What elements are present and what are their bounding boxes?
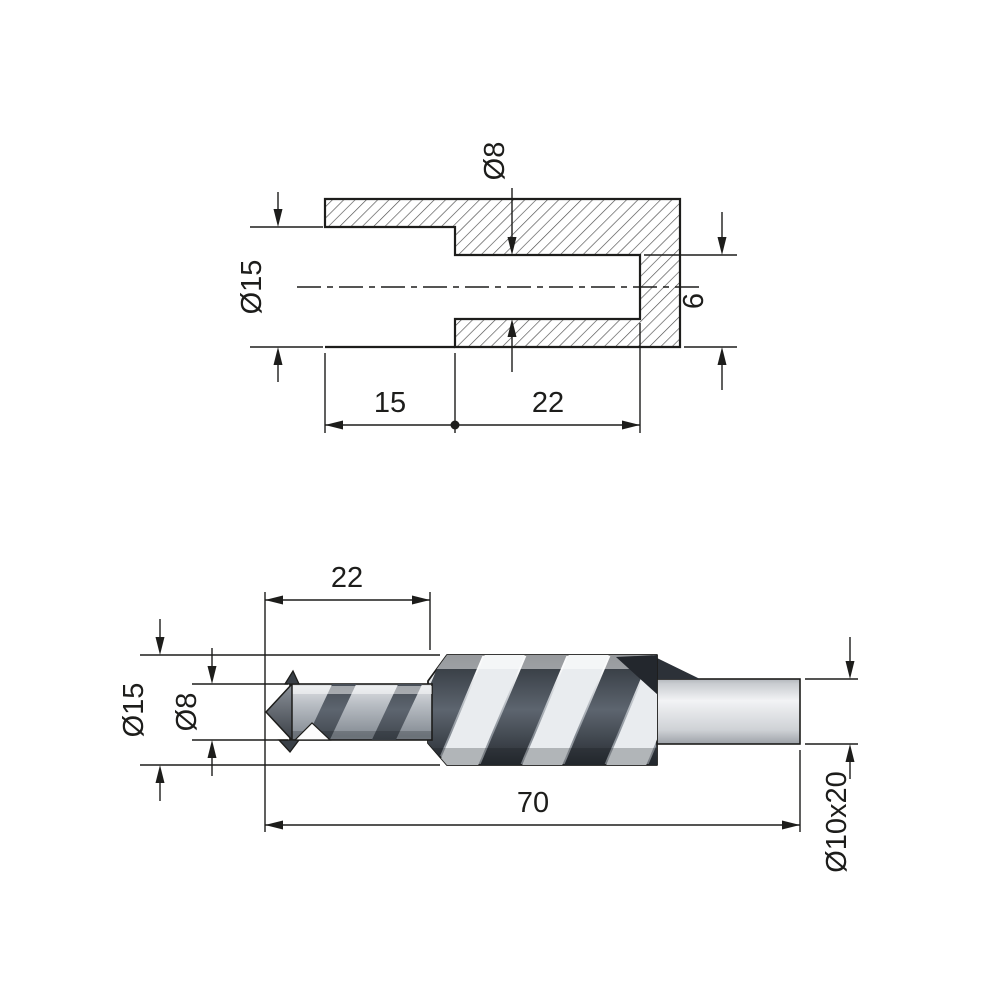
dim-label-counterbore-depth: 15 (374, 387, 406, 419)
arrowhead-up (845, 744, 855, 762)
part-cross-section-hatched (323, 197, 682, 349)
dim-label-total-length: 70 (517, 787, 549, 819)
dim-label-pilot-depth: 22 (532, 387, 564, 419)
dim-label-shank: Ø10x20 (821, 771, 853, 873)
flute-band-dark (371, 684, 423, 740)
flute-runout-wedge-over-shank (657, 658, 700, 679)
drill-pilot-flutes (290, 684, 432, 740)
dim-tip-length: 22 (265, 562, 431, 650)
flute-band-light (602, 655, 657, 765)
flute-band-dark (476, 655, 571, 765)
dim-shank: Ø10x20 (805, 637, 858, 873)
dim-label-tip-diameter: Ø8 (171, 693, 203, 732)
arrowhead-up (207, 740, 217, 758)
dim-label-side: 6 (678, 293, 710, 309)
arrowhead-down (207, 666, 217, 684)
drill-tip-gash-notch (293, 722, 332, 741)
dim-label-pilot-diameter: Ø8 (479, 142, 511, 181)
drill-tip-bottom-spur (277, 739, 301, 754)
pilot-top-highlight (290, 686, 432, 694)
dim-label-body-diameter: Ø15 (118, 683, 150, 738)
dim-side: 6 (644, 212, 737, 390)
dim-label-tip-length: 22 (331, 562, 363, 594)
chain-junction-dot (450, 420, 460, 430)
arrowhead-right (412, 595, 430, 605)
top-view-counterbore-section: Ø8 Ø15 6 (236, 142, 737, 433)
body-top-highlight (428, 655, 657, 669)
arrowhead-down (507, 237, 517, 255)
drill-shank (654, 678, 801, 745)
arrowhead-right (782, 820, 800, 830)
body-bottom-shadow (428, 748, 657, 765)
arrowhead-down (155, 637, 165, 655)
dim-total-length: 70 (265, 750, 801, 832)
dim-depth-chain: 15 22 (324, 323, 641, 433)
arrowhead-down (273, 209, 283, 227)
pilot-bottom-shadow (290, 731, 432, 740)
dim-tip-diameter: Ø8 (171, 648, 288, 776)
flute-band-light (434, 655, 529, 765)
arrowhead-up (507, 319, 517, 337)
arrowhead-down (717, 237, 727, 255)
arrowhead-up (273, 347, 283, 365)
dim-label-counterbore-diameter: Ø15 (236, 260, 268, 315)
arrowhead-left (325, 420, 343, 430)
arrowhead-up (717, 347, 727, 365)
arrowhead-up (155, 765, 165, 783)
dim-body-diameter: Ø15 (118, 619, 440, 801)
arrowhead-left (265, 820, 283, 830)
arrowhead-down (845, 661, 855, 679)
flute-band-dark (428, 655, 487, 765)
side-view-drill-bit: 22 Ø15 Ø8 70 (118, 562, 858, 873)
arrowhead-left (265, 595, 283, 605)
drill-tip-top-spur (283, 669, 301, 685)
dim-counterbore-diameter: Ø15 (236, 192, 323, 382)
flute-band-dark (560, 655, 655, 765)
flute-band-light (518, 655, 613, 765)
drill-bit-illustration (265, 654, 801, 766)
flute-runout-notch (616, 655, 657, 695)
dim-pilot-hole-diameter: Ø8 (479, 142, 517, 372)
flute-band-dark (305, 684, 357, 740)
arrowhead-right (622, 420, 640, 430)
drill-tip-cone (265, 683, 293, 741)
drill-body-flutes (428, 655, 657, 765)
